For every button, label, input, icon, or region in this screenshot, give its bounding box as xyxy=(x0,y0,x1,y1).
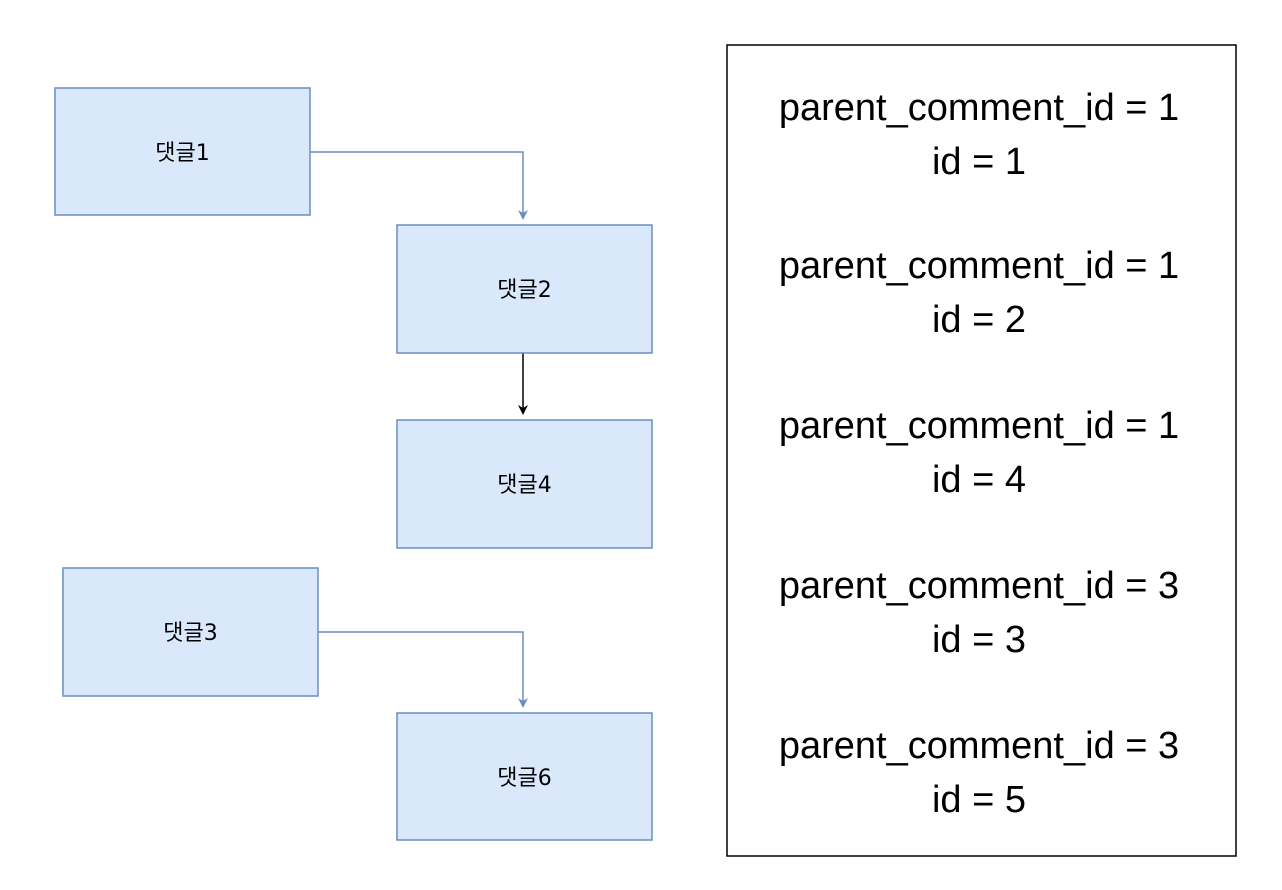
record-row: parent_comment_id = 3 id = 5 xyxy=(779,725,1179,821)
record-id-line: id = 3 xyxy=(932,619,1026,661)
record-id-line: id = 1 xyxy=(932,141,1026,183)
comment-node-3-label: 댓글3 xyxy=(163,621,217,646)
record-row: parent_comment_id = 1 id = 2 xyxy=(779,245,1179,341)
comment-node-4: 댓글4 xyxy=(396,419,653,549)
record-id-line: id = 5 xyxy=(932,779,1026,821)
record-parent-line: parent_comment_id = 1 xyxy=(779,87,1179,129)
record-id-line: id = 2 xyxy=(932,299,1026,341)
comment-node-1-label: 댓글1 xyxy=(155,141,209,166)
comment-node-1: 댓글1 xyxy=(54,87,311,216)
record-parent-line: parent_comment_id = 3 xyxy=(779,725,1179,767)
record-row: parent_comment_id = 1 id = 1 xyxy=(779,87,1179,183)
comment-node-2: 댓글2 xyxy=(396,224,653,354)
comment-node-3: 댓글3 xyxy=(62,567,319,697)
record-parent-line: parent_comment_id = 1 xyxy=(779,405,1179,447)
comment-node-2-label: 댓글2 xyxy=(497,278,551,303)
edge-comment1-to-comment2 xyxy=(310,151,528,220)
record-row: parent_comment_id = 1 id = 4 xyxy=(779,405,1179,501)
record-row: parent_comment_id = 3 id = 3 xyxy=(779,565,1179,661)
comment-node-6-label: 댓글6 xyxy=(497,766,551,791)
record-parent-line: parent_comment_id = 3 xyxy=(779,565,1179,607)
record-parent-line: parent_comment_id = 1 xyxy=(779,245,1179,287)
record-id-line: id = 4 xyxy=(932,459,1026,501)
comment-node-6: 댓글6 xyxy=(396,712,653,841)
comment-node-4-label: 댓글4 xyxy=(497,473,551,498)
records-panel: parent_comment_id = 1 id = 1 parent_comm… xyxy=(726,44,1237,857)
edge-comment3-to-comment6 xyxy=(318,631,528,708)
